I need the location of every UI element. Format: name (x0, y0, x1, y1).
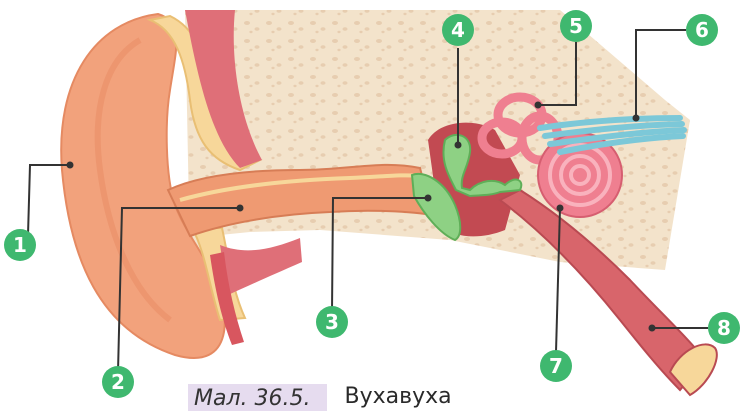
figure-caption: Мал. 36.5. Вухавуха (188, 384, 452, 414)
label-badge-1: 1 (4, 229, 36, 261)
label-badge-8-number: 8 (717, 316, 731, 340)
label-badge-2: 2 (102, 366, 134, 398)
label-badge-4-number: 4 (451, 18, 465, 42)
label-badge-6: 6 (686, 14, 718, 46)
label-badge-3: 3 (316, 306, 348, 338)
label-badge-8: 8 (708, 312, 740, 344)
lower-muscle (220, 238, 302, 295)
label-badge-2-number: 2 (111, 370, 125, 394)
figure-title: Вухавуха (345, 384, 452, 409)
label-badge-7-number: 7 (549, 354, 563, 378)
label-badge-4: 4 (442, 14, 474, 46)
label-badge-5-number: 5 (569, 14, 583, 38)
label-badge-5: 5 (560, 10, 592, 42)
label-badge-1-number: 1 (13, 233, 27, 257)
label-badge-3-number: 3 (325, 310, 339, 334)
label-badge-7: 7 (540, 350, 572, 382)
label-badge-6-number: 6 (695, 18, 709, 42)
